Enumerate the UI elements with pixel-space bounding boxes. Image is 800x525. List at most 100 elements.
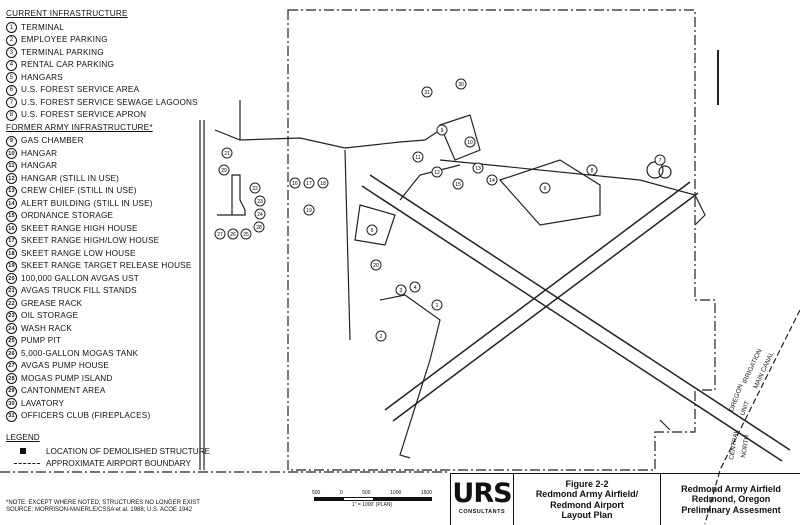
- project-title-line: Redmond, Oregon: [691, 494, 771, 505]
- scale-bar-graphic: [314, 497, 432, 501]
- map-marker-label: 3: [400, 288, 403, 294]
- map-marker-label: 7: [659, 158, 662, 164]
- legend-item: 8 U.S. FOREST SERVICE APRON: [6, 109, 221, 122]
- legend-item-label: U.S. FOREST SERVICE AREA: [21, 85, 140, 94]
- legend-item-label: TERMINAL PARKING: [21, 47, 104, 57]
- key-demolished-label: LOCATION OF DEMOLISHED STRUCTURE: [46, 447, 211, 456]
- current-header: CURRENT INFRASTRUCTURE: [6, 9, 128, 18]
- map-marker-label: 23: [257, 199, 263, 205]
- key-header: LEGEND: [6, 433, 40, 442]
- legend-item: 19 SKEET RANGE TARGET RELEASE HOUSE: [6, 260, 221, 273]
- map-marker: [539, 182, 551, 194]
- number-badge: 2: [6, 34, 17, 46]
- legend-item-label: TERMINAL: [21, 22, 64, 32]
- map-marker: [436, 124, 448, 136]
- number-badge: 23: [6, 310, 17, 322]
- scale-caption: 1" = 1000' (PLAN): [351, 502, 393, 508]
- infrastructure-legend: CURRENT INFRASTRUCTURE 1 TERMINAL 2 EMPLOYE…: [6, 8, 221, 423]
- canal-label: NORTH: [740, 434, 751, 458]
- map-marker-label: 10: [467, 140, 473, 146]
- legend-item-label: WASH RACK: [21, 323, 73, 333]
- map-marker: [253, 221, 265, 233]
- number-badge: 31: [6, 410, 17, 422]
- legend-item-label: SKEET RANGE HIGH/LOW HOUSE: [21, 236, 160, 245]
- demolished-square-icon: [20, 448, 26, 454]
- legend-item-label: RENTAL CAR PARKING: [21, 60, 115, 69]
- number-badge: 1: [6, 22, 17, 34]
- legend-item-label: SKEET RANGE LOW HOUSE: [21, 248, 136, 258]
- legend-item-label: EMPLOYEE PARKING: [21, 35, 108, 44]
- number-badge: 10: [6, 148, 17, 160]
- map-marker: [455, 78, 467, 90]
- legend-item-label: SKEET RANGE TARGET RELEASE HOUSE: [21, 261, 192, 270]
- legend-item: 17 SKEET RANGE HIGH/LOW HOUSE: [6, 235, 221, 248]
- number-badge: 8: [6, 109, 17, 121]
- map-marker: [472, 162, 484, 174]
- runway-ne-sw: [384, 181, 699, 422]
- legend-item-label: OFFICERS CLUB (FIREPLACES): [21, 411, 151, 420]
- map-marker: [254, 208, 266, 220]
- project-title-line: Preliminary Assesment: [681, 504, 781, 515]
- number-badge: 7: [6, 97, 17, 109]
- map-marker: [375, 330, 387, 342]
- map-marker-label: 25: [243, 232, 249, 238]
- source-line: SOURCE: MORRISON-MAIERLE/CSSA et al. 198…: [6, 507, 193, 513]
- map-marker-label: 27: [217, 232, 223, 238]
- map-marker: [370, 259, 382, 271]
- map-marker: [421, 86, 433, 98]
- number-badge: 5: [6, 72, 17, 84]
- map-marker-label: 17: [306, 181, 312, 187]
- scale-tick: 1500: [420, 490, 432, 496]
- taxiway: [379, 159, 706, 459]
- map-marker-label: 21: [224, 151, 230, 157]
- map-marker-label: 11: [415, 155, 420, 161]
- number-badge: 24: [6, 323, 17, 335]
- map-marker: [412, 151, 424, 163]
- legend-item-label: AVGAS PUMP HOUSE: [21, 361, 109, 370]
- number-badge: 19: [6, 260, 17, 272]
- map-marker-label: 15: [455, 182, 461, 188]
- map-marker-label: 31: [424, 90, 430, 96]
- forest-service-area: [498, 159, 601, 226]
- runway-nw-se: [361, 174, 791, 462]
- map-marker: [464, 136, 476, 148]
- map-marker: [214, 228, 226, 240]
- legend-item-label: LAVATORY: [21, 398, 65, 408]
- map-marker-label: 12: [434, 170, 440, 176]
- legend-item: 24 WASH RACK: [6, 323, 221, 336]
- figure-number: Figure 2-2: [565, 478, 609, 489]
- figure-title-line: Redmond Army Airfield/: [535, 489, 639, 499]
- legend-item-label: CANTONMENT AREA: [21, 386, 106, 395]
- map-marker-label: 26: [230, 232, 236, 238]
- legend-item-label: GAS CHAMBER: [21, 136, 84, 145]
- map-marker-label: 19: [306, 208, 312, 214]
- number-badge: 17: [6, 235, 17, 247]
- map-marker: [395, 284, 407, 296]
- map-key: LEGEND LOCATION OF DEMOLISHED STRUCTURE …: [6, 432, 210, 470]
- map-marker: [254, 195, 266, 207]
- number-badge: 15: [6, 210, 17, 222]
- number-badge: 28: [6, 373, 17, 385]
- number-badge: 16: [6, 223, 17, 235]
- map-marker: [586, 164, 598, 176]
- key-demolished: LOCATION OF DEMOLISHED STRUCTURE: [14, 446, 210, 458]
- map-marker-label: 2: [380, 334, 383, 340]
- number-badge: 20: [6, 273, 17, 285]
- number-badge: 26: [6, 348, 17, 360]
- urs-logo-sub: CONSULTANTS: [458, 509, 506, 516]
- legend-item-label: MOGAS PUMP ISLAND: [21, 373, 113, 383]
- map-marker: [221, 147, 233, 159]
- legend-item-label: HANGAR (STILL IN USE): [21, 173, 120, 183]
- map-marker-label: 20: [373, 263, 379, 269]
- irrigation-canal: [704, 309, 800, 524]
- legend-item-label: U.S. FOREST SERVICE APRON: [21, 110, 147, 119]
- dashed-line-icon: [14, 463, 40, 465]
